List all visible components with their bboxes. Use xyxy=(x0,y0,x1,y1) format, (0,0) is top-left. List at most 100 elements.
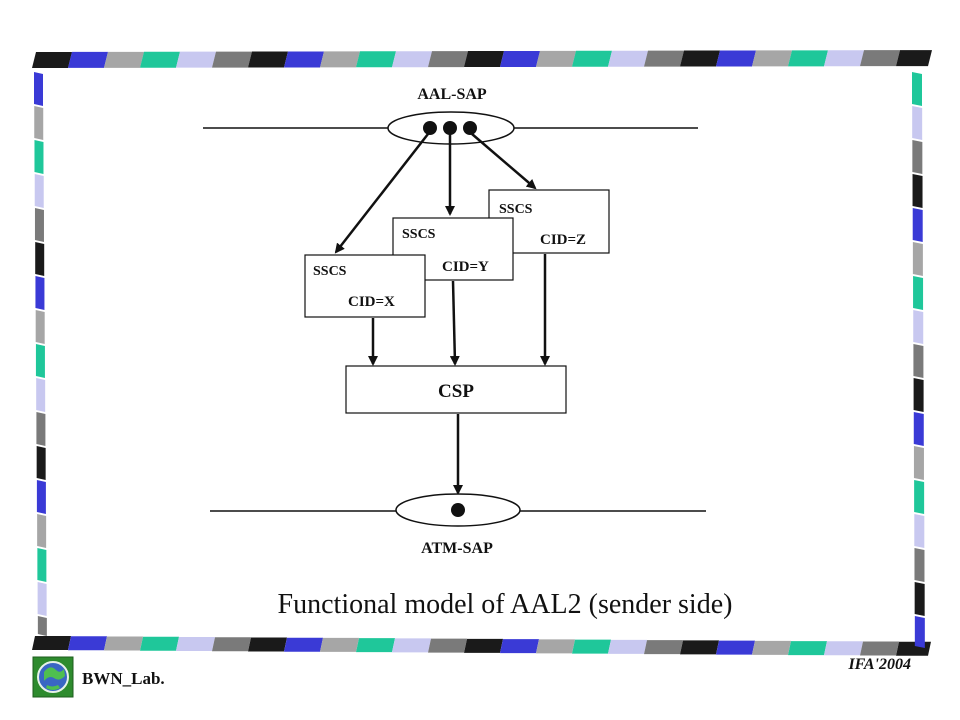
bottom-border-segment xyxy=(608,639,647,654)
sscs-x-name: SSCS xyxy=(313,264,347,279)
sscs-z-name: SSCS xyxy=(499,202,533,217)
right-border-segment xyxy=(912,72,922,106)
bottom-border-segment xyxy=(392,638,431,653)
bottom-border-segment xyxy=(824,641,863,656)
top-border-segment xyxy=(500,50,540,67)
right-border-segment xyxy=(914,582,925,616)
top-border-segment xyxy=(464,51,504,68)
top-border-segment xyxy=(824,50,864,67)
left-border-segment xyxy=(35,344,45,378)
bottom-border-segment xyxy=(68,636,107,651)
top-border-segment xyxy=(608,50,648,67)
left-border-segment xyxy=(36,378,46,412)
bottom-border-segment xyxy=(860,641,899,656)
left-striped-border xyxy=(34,72,47,636)
left-border-segment xyxy=(34,174,44,208)
sscs-y-cid: CID=Y xyxy=(442,259,489,275)
right-border-segment xyxy=(913,446,924,480)
sscs-x-cid: CID=X xyxy=(348,294,395,310)
top-border-segment xyxy=(644,50,684,67)
left-border-segment xyxy=(37,582,47,616)
left-border-segment xyxy=(34,72,43,106)
top-border-segment xyxy=(680,50,720,67)
right-striped-border xyxy=(912,72,925,648)
top-border-segment xyxy=(896,50,932,67)
aal-sap-dot-z xyxy=(463,121,477,135)
top-border-segment xyxy=(392,51,432,68)
conference-label: IFA'2004 xyxy=(847,656,911,673)
left-border-segment xyxy=(37,548,47,582)
top-border-segment xyxy=(428,51,468,68)
bottom-border-segment xyxy=(428,638,467,653)
top-border-segment xyxy=(248,51,288,68)
bottom-border-segment xyxy=(32,636,71,650)
bottom-border-segment xyxy=(140,636,179,651)
top-border-segment xyxy=(752,50,792,67)
atm-sap-label: ATM-SAP xyxy=(421,540,493,557)
right-border-segment xyxy=(913,310,924,344)
aal-sap-dot-x xyxy=(423,121,437,135)
arrow-sscs-y-to-csp xyxy=(449,280,460,366)
left-border-segment xyxy=(36,446,46,480)
bottom-border-segment xyxy=(752,640,791,655)
left-border-segment xyxy=(36,480,46,514)
right-border-segment xyxy=(914,480,925,514)
left-border-segment xyxy=(34,140,44,174)
left-border-segment xyxy=(37,514,47,548)
sscs-box-x: SSCS CID=X xyxy=(304,254,426,318)
top-border-segment xyxy=(104,51,144,68)
lab-label: BWN_Lab. xyxy=(82,669,165,688)
top-border-segment xyxy=(716,50,756,67)
bottom-border-segment xyxy=(500,639,539,654)
right-border-segment xyxy=(914,514,925,548)
right-border-segment xyxy=(912,208,923,242)
bottom-border-segment xyxy=(212,637,251,652)
globe-logo-icon xyxy=(32,656,74,698)
right-border-segment xyxy=(914,616,925,648)
top-border-segment xyxy=(320,51,360,68)
bottom-border-segment xyxy=(464,638,503,653)
sscs-z-cid: CID=Z xyxy=(540,232,586,248)
right-border-segment xyxy=(912,106,923,140)
top-border-segment xyxy=(212,51,252,68)
bottom-striped-border xyxy=(32,636,931,656)
sscs-y-name: SSCS xyxy=(402,227,436,242)
sscs-box-y: SSCS CID=Y xyxy=(392,217,514,281)
right-border-segment xyxy=(913,344,924,378)
csp-box: CSP xyxy=(345,365,567,414)
top-border-segment xyxy=(140,51,180,68)
top-border-segment xyxy=(176,51,216,68)
top-border-segment xyxy=(860,50,900,67)
bottom-border-segment xyxy=(284,637,323,652)
diagram-caption: Functional model of AAL2 (sender side) xyxy=(278,589,733,620)
left-border-segment xyxy=(37,616,47,636)
bottom-border-segment xyxy=(896,641,931,656)
top-border-segment xyxy=(68,51,108,68)
right-border-segment xyxy=(914,548,925,582)
left-border-segment xyxy=(35,310,45,344)
bottom-border-segment xyxy=(536,639,575,654)
right-border-segment xyxy=(912,242,923,276)
top-border-segment xyxy=(284,51,324,68)
right-border-segment xyxy=(912,140,923,174)
aal-sap: AAL-SAP xyxy=(203,86,698,145)
top-border-segment xyxy=(32,52,72,68)
left-border-segment xyxy=(35,276,45,310)
bottom-border-segment xyxy=(248,637,287,652)
bottom-border-segment xyxy=(572,639,611,654)
top-border-segment xyxy=(356,51,396,68)
csp-label: CSP xyxy=(438,381,474,402)
bottom-border-segment xyxy=(356,638,395,653)
top-border-segment xyxy=(788,50,828,67)
atm-sap: ATM-SAP xyxy=(210,493,706,557)
right-border-segment xyxy=(913,378,924,412)
bottom-border-segment xyxy=(104,636,143,651)
top-border-segment xyxy=(536,50,576,67)
left-border-segment xyxy=(35,242,45,276)
arrow-aal-to-sscs-z xyxy=(471,133,537,190)
aal-sap-label: AAL-SAP xyxy=(417,86,487,103)
bottom-border-segment xyxy=(644,640,683,655)
bottom-border-segment xyxy=(320,637,359,652)
atm-sap-dot xyxy=(451,503,465,517)
bottom-border-segment xyxy=(176,636,215,651)
